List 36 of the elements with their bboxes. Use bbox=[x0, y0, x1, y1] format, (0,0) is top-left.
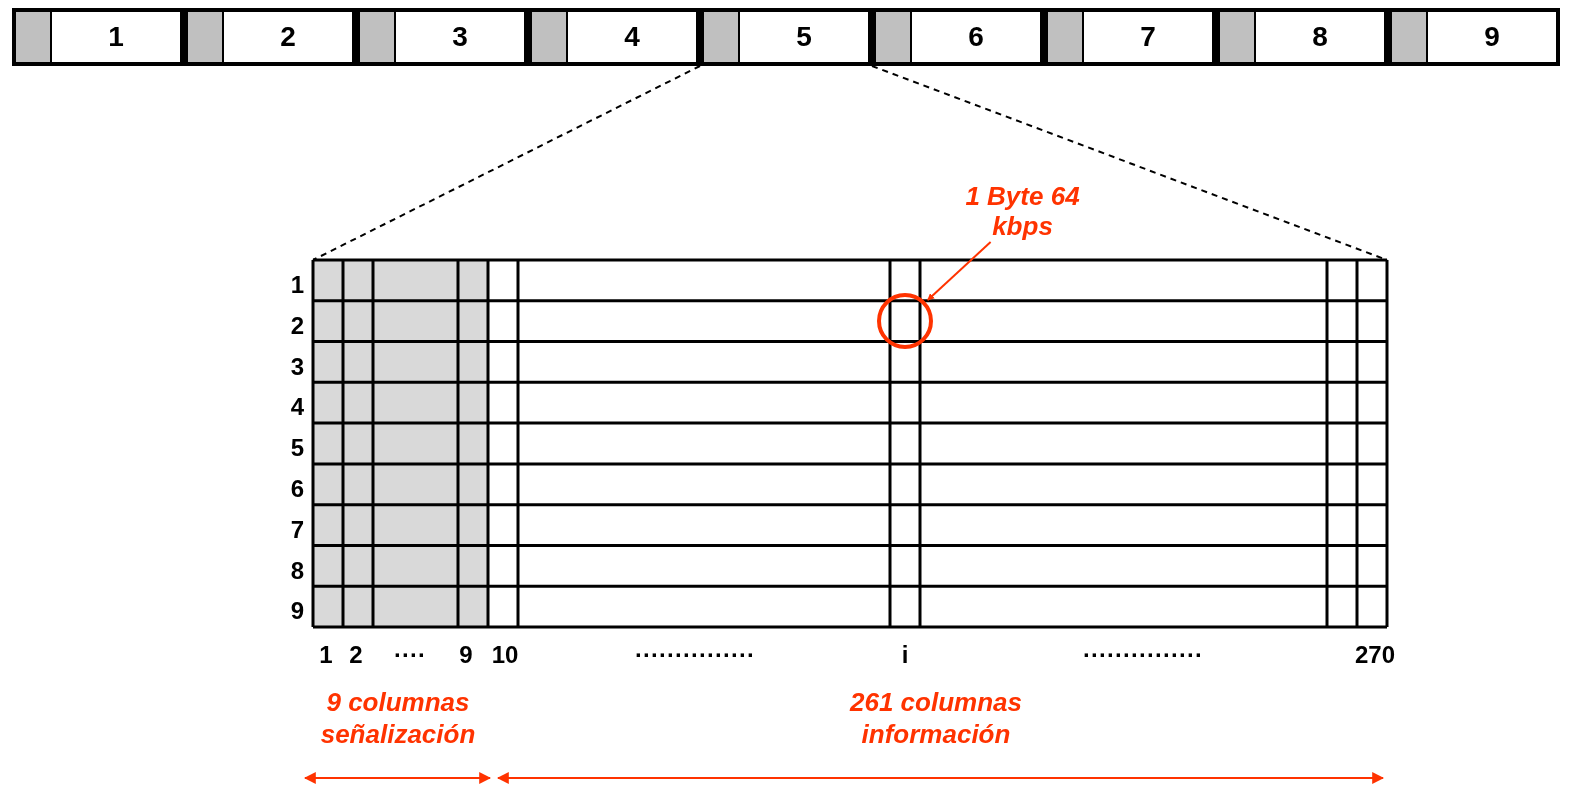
frame-box bbox=[12, 8, 184, 66]
frame-number: 7 bbox=[1140, 20, 1156, 54]
column-number: ··············· bbox=[1083, 640, 1203, 670]
column-number: 9 bbox=[459, 640, 473, 670]
callout-label: 1 Byte 64 kbps bbox=[964, 181, 1081, 241]
row-number: 2 bbox=[290, 310, 304, 341]
frame-number: 1 bbox=[108, 20, 124, 54]
column-number: ···· bbox=[394, 640, 426, 670]
row-number: 5 bbox=[290, 433, 304, 464]
row-number: 8 bbox=[290, 555, 304, 586]
column-number: i bbox=[901, 640, 909, 670]
dashed-connector bbox=[871, 65, 1388, 261]
column-group-caption: 9 columnas señalización bbox=[319, 686, 477, 750]
arrow bbox=[926, 241, 992, 301]
row-number: 9 bbox=[290, 596, 304, 627]
frame-grid bbox=[313, 260, 1387, 627]
column-number: 270 bbox=[1354, 640, 1395, 670]
dashed-connector bbox=[312, 65, 701, 261]
frame-number: 6 bbox=[968, 20, 984, 54]
row-number: 7 bbox=[290, 514, 304, 545]
row-number: 6 bbox=[290, 474, 304, 504]
column-number: 1 bbox=[319, 640, 333, 670]
row-number: 4 bbox=[290, 392, 304, 423]
frame-number: 4 bbox=[624, 20, 640, 54]
column-number: 10 bbox=[491, 640, 519, 670]
column-number: 2 bbox=[349, 640, 363, 670]
frame-number: 3 bbox=[452, 20, 468, 54]
frame-box bbox=[1388, 8, 1560, 66]
row-number: 3 bbox=[290, 351, 304, 382]
column-group-caption: 261 columnas información bbox=[848, 686, 1023, 750]
column-number: ··············· bbox=[635, 640, 755, 670]
frame-number: 5 bbox=[796, 20, 812, 54]
frame-number: 8 bbox=[1312, 20, 1328, 54]
row-number: 1 bbox=[290, 270, 304, 300]
frame-number: 9 bbox=[1484, 20, 1500, 54]
frame-number: 2 bbox=[280, 20, 296, 54]
